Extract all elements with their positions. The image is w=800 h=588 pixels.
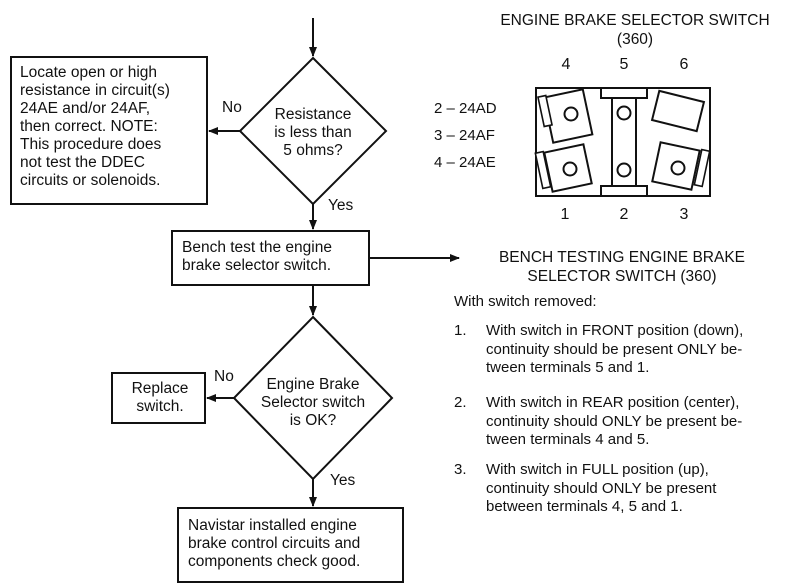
- bench-testing-intro: With switch removed:: [454, 293, 597, 310]
- decision-switch-text: Engine Brake Selector switch is OK?: [260, 376, 366, 429]
- no-label-1: No: [222, 99, 242, 116]
- bench-step-3-text: With switch in FULL position (up), conti…: [486, 461, 717, 515]
- bench-step-2-number: 2.: [454, 394, 467, 411]
- yes-label-1: Yes: [328, 197, 354, 214]
- terminal-label-4: 4: [561, 56, 571, 73]
- wire-legend-24ad: 2 – 24AD: [434, 100, 497, 117]
- bench-testing-title: BENCH TESTING ENGINE BRAKE SELECTOR SWIT…: [498, 249, 746, 285]
- terminal-label-3: 3: [679, 206, 689, 223]
- no-label-2: No: [214, 368, 234, 385]
- bench-step-2-text: With switch in REAR position (center), c…: [486, 394, 743, 448]
- selector-switch-drawing: [534, 87, 711, 197]
- replace-box-shape: [111, 372, 206, 424]
- bench-step-1-number: 1.: [454, 322, 467, 339]
- decision-resistance-text: Resistance is less than 5 ohms?: [274, 106, 352, 159]
- terminal-label-6: 6: [679, 56, 689, 73]
- yes-label-2: Yes: [330, 472, 356, 489]
- bench-box-text: Bench test the engine brake selector swi…: [182, 239, 332, 274]
- terminal-label-2: 2: [619, 206, 629, 223]
- terminal-label-1: 1: [560, 206, 570, 223]
- bench-step-3-number: 3.: [454, 461, 467, 478]
- wire-legend-24ae: 4 – 24AE: [434, 154, 496, 171]
- wire-legend-24af: 3 – 24AF: [434, 127, 495, 144]
- bench-step-1-text: With switch in FRONT position (down), co…: [486, 322, 744, 376]
- terminal-label-5: 5: [619, 56, 629, 73]
- locate-box-text: Locate open or high resistance in circui…: [20, 64, 170, 189]
- locate-box-shape: [10, 56, 208, 205]
- switch-diagram-title: ENGINE BRAKE SELECTOR SWITCH (360): [500, 12, 770, 48]
- final-box-text: Navistar installed engine brake control …: [188, 517, 361, 570]
- bench-step-2: 2. With switch in REAR position (center)…: [454, 394, 794, 454]
- final-box-shape: [177, 507, 404, 583]
- bench-step-1: 1. With switch in FRONT position (down),…: [454, 322, 794, 382]
- bench-step-3: 3. With switch in FULL position (up), co…: [454, 461, 794, 521]
- replace-box-text: Replace switch.: [131, 380, 189, 415]
